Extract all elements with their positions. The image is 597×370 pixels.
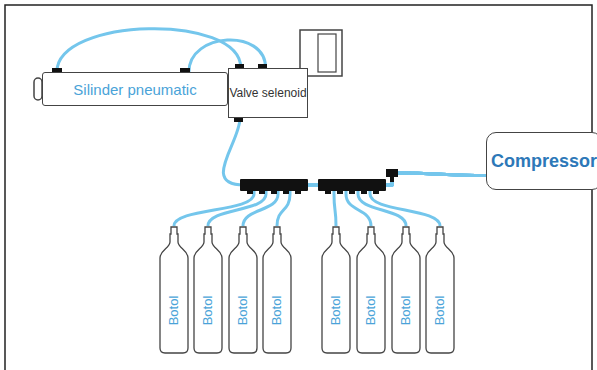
cylinder-rod-end — [34, 78, 42, 100]
air-hose — [208, 173, 486, 226]
manifold-port — [271, 189, 277, 194]
bottle-shape: Botol — [424, 226, 456, 354]
bottle-label: Botol — [166, 295, 181, 325]
box-label: Silinder pneumatic — [73, 81, 196, 98]
regulator-valve — [386, 169, 398, 177]
bottle-shape: Botol — [192, 226, 224, 354]
manifold-port — [361, 189, 367, 194]
air-hose — [174, 173, 486, 226]
bottle-label: Botol — [363, 295, 378, 325]
bottle-outline — [320, 226, 352, 354]
manifold-port — [373, 189, 379, 194]
bottle-label: Botol — [328, 295, 343, 325]
bottle-outline — [424, 226, 456, 354]
manifold-port — [259, 189, 265, 194]
bottle-shape: Botol — [390, 226, 422, 354]
manifold-port — [295, 189, 301, 194]
compressor-box: Compressor — [486, 132, 597, 190]
manifold-port — [349, 189, 355, 194]
box-label: Valve selenoid — [229, 87, 306, 100]
cylinder-box: Silinder pneumatic — [42, 72, 228, 106]
bottle-shape: Botol — [355, 226, 387, 354]
bottle-label: Botol — [269, 295, 284, 325]
bottle-shape: Botol — [227, 226, 259, 354]
air-hose — [277, 173, 486, 226]
bottle-shape: Botol — [261, 226, 293, 354]
manifold-port — [325, 189, 331, 194]
coil-connector — [318, 34, 336, 72]
bottle-outline — [261, 226, 293, 354]
bottle-shape: Botol — [320, 226, 352, 354]
air-hose — [370, 173, 486, 226]
bottle-outline — [158, 226, 190, 354]
bottle-outline — [355, 226, 387, 354]
bottle-outline — [390, 226, 422, 354]
bottle-shape: Botol — [158, 226, 190, 354]
bottle-label: Botol — [235, 295, 250, 325]
bottle-outline — [192, 226, 224, 354]
bottle-outline — [227, 226, 259, 354]
air-hose — [57, 29, 241, 72]
valve-box: Valve selenoid — [228, 68, 308, 118]
box-label: Compressor — [491, 151, 597, 172]
manifold-port — [337, 189, 343, 194]
regulator-stem — [390, 176, 394, 182]
bottle-label: Botol — [200, 295, 215, 325]
bottle-label: Botol — [432, 295, 447, 325]
bottle-label: Botol — [398, 295, 413, 325]
manifold-port — [283, 189, 289, 194]
manifold-port — [247, 189, 253, 194]
